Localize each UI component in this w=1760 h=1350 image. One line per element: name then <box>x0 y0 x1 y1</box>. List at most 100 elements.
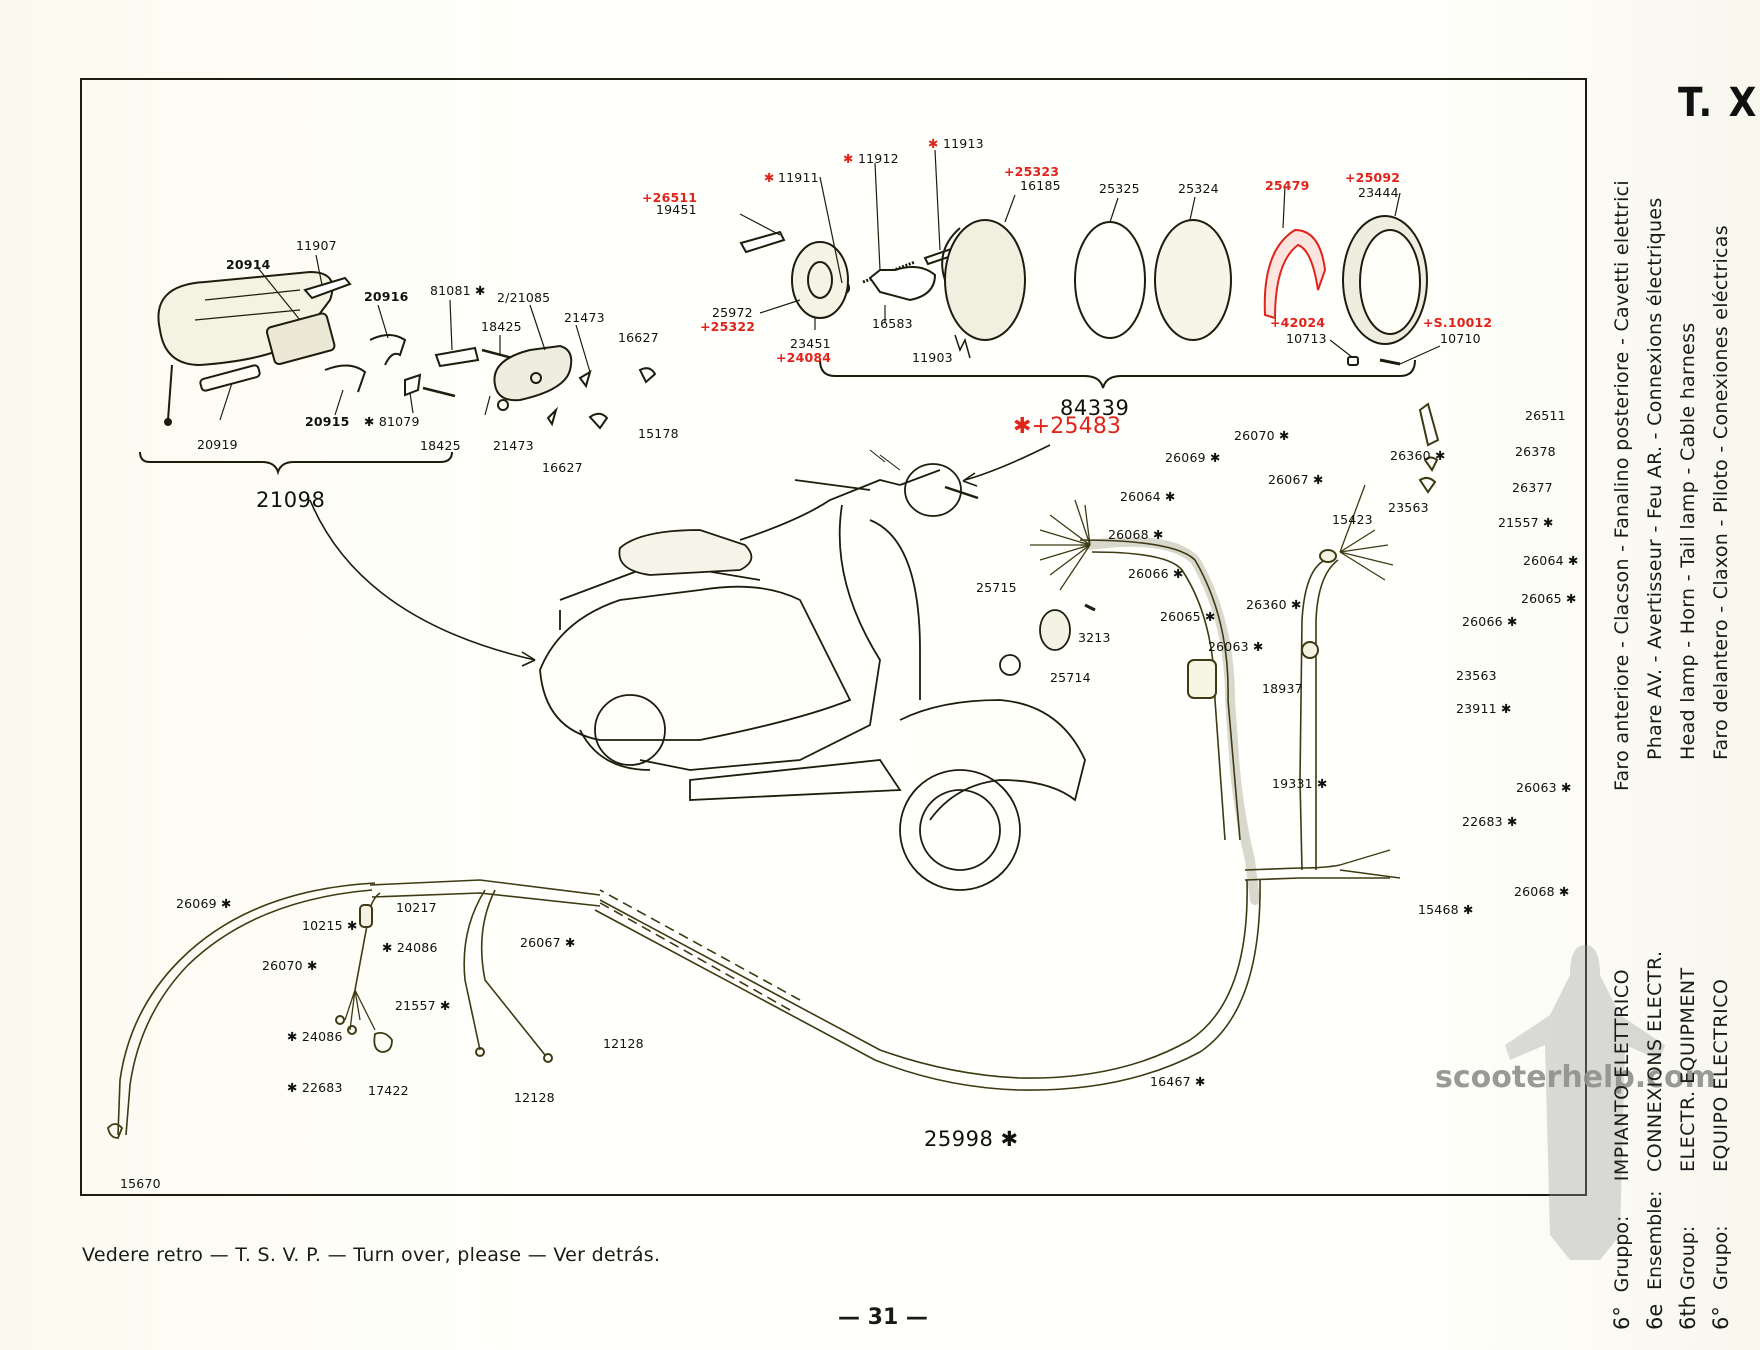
right-harness <box>1299 402 1440 871</box>
part-label: 26065 ✱ <box>1521 591 1577 606</box>
part-label: 21473 <box>493 438 534 453</box>
group-name: IMPIANTO ELETTRICO <box>1610 968 1633 1182</box>
group-name: EQUIPO ELECTRICO <box>1709 978 1732 1172</box>
part-label-red: +42024 <box>1270 315 1326 330</box>
part-label: 12128 <box>514 1090 555 1105</box>
cable-26069 <box>117 882 376 1136</box>
part-label: 26065 ✱ <box>1160 609 1216 624</box>
part-label: 23563 <box>1388 500 1429 515</box>
part-label: 11911 <box>778 170 819 185</box>
part-label: ✱ 24086 <box>287 1029 343 1044</box>
part-label: 21473 <box>564 310 605 325</box>
connector-15670 <box>107 1123 124 1139</box>
wing-nut-15178 <box>588 367 657 430</box>
screw-10713 <box>1347 356 1359 366</box>
group-label: Gruppo: <box>1610 1215 1633 1293</box>
part-label: 26377 <box>1512 480 1553 495</box>
part-label: 20914 <box>226 257 271 272</box>
head-lamp-assembly-number: 84339 <box>1060 396 1130 420</box>
part-label: 81081 ✱ <box>430 283 486 298</box>
socket-26377 <box>1418 476 1437 494</box>
part-label: 25324 <box>1178 181 1219 196</box>
bracket-81081 <box>434 346 480 368</box>
part-label: 26070 ✱ <box>262 958 318 973</box>
screw-18425-bottom <box>422 386 456 398</box>
part-label: 20915 <box>305 414 350 429</box>
bulb-26511 <box>1418 402 1440 447</box>
part-label-red: +S.10012 <box>1423 315 1493 330</box>
group-label: Grupo: <box>1709 1225 1732 1290</box>
head-lamp-arrow <box>964 444 1051 481</box>
part-label: 20919 <box>197 437 238 452</box>
part-label-red: 25479 <box>1265 178 1310 193</box>
part-label: 2/21085 <box>497 290 551 305</box>
turn-over-note: Vedere retro — T. S. V. P. — Turn over, … <box>82 1244 661 1266</box>
part-label: 11912 <box>858 151 899 166</box>
head-lamp-alt-assembly-number: ✱+25483 <box>1013 414 1122 439</box>
part-label: 15670 <box>120 1176 161 1191</box>
group-name: ELECTR. EQUIPMENT <box>1676 967 1699 1172</box>
group-name: CONNEXIONS ELECTR. <box>1643 950 1666 1172</box>
part-label: 26066 ✱ <box>1128 566 1184 581</box>
tail-lamp-brace <box>139 451 453 476</box>
group-row-spanish: 6° Grupo: EQUIPO ELECTRICO Faro delanter… <box>1704 180 1737 1330</box>
group-description: Phare AV. - Avertisseur - Feu AR. - Conn… <box>1643 197 1666 760</box>
part-label-red: +26511 <box>642 190 698 205</box>
asterisk-red: ✱ <box>928 136 939 151</box>
screw-10710 <box>1379 358 1401 366</box>
group-header: 6° Gruppo: IMPIANTO ELETTRICO Faro anter… <box>1605 180 1755 1330</box>
nut-21473 <box>530 372 542 384</box>
tail-lamp-assembly-number: 21098 <box>256 488 326 512</box>
part-label: 15423 <box>1332 512 1373 527</box>
part-label: 16185 <box>1020 178 1061 193</box>
part-label-red: +24084 <box>776 350 832 365</box>
group-ordinal: 6e <box>1642 1303 1667 1330</box>
part-label: 26068 ✱ <box>1108 527 1164 542</box>
asterisk-red: ✱ <box>843 151 854 166</box>
part-label: 16627 <box>618 330 659 345</box>
part-label: 26064 ✱ <box>1120 489 1176 504</box>
socket-26378 <box>1423 456 1439 472</box>
part-label: 10215 ✱ <box>302 918 358 933</box>
part-label: 26070 ✱ <box>1234 428 1290 443</box>
part-label: 19451 <box>656 202 697 217</box>
part-label: 21557 ✱ <box>1498 515 1554 530</box>
part-label: 16467 ✱ <box>1150 1074 1206 1089</box>
lens-25324 <box>1154 219 1232 341</box>
spring-11912 <box>862 260 916 284</box>
scooter-outline <box>539 449 1096 891</box>
part-label: 26360 ✱ <box>1390 448 1446 463</box>
part-label: 18425 <box>481 319 522 334</box>
part-label: ✱ 24086 <box>382 940 438 955</box>
page-number: — 31 — <box>838 1305 928 1330</box>
part-label: 23911 ✱ <box>1456 701 1512 716</box>
washer-16627-b <box>546 406 559 427</box>
part-label: 26063 ✱ <box>1516 780 1572 795</box>
part-label: 15468 ✱ <box>1418 902 1474 917</box>
part-label: 25325 <box>1099 181 1140 196</box>
asterisk-red: ✱ <box>764 170 775 185</box>
group-description: Head lamp - Horn - Tail lamp - Cable har… <box>1676 322 1699 760</box>
visor-25479 <box>1263 228 1327 320</box>
part-label: ✱ 81079 <box>364 414 420 429</box>
part-label: 16583 <box>872 316 913 331</box>
part-label: 10217 <box>396 900 437 915</box>
nut-21473-b <box>497 399 509 411</box>
part-label: 16627 <box>542 460 583 475</box>
part-label: 23444 <box>1358 185 1399 200</box>
part-label: 15178 <box>638 426 679 441</box>
watermark-text: scooterhelp.com <box>1435 1060 1716 1095</box>
group-description: Faro anteriore - Clacson - Fanalino post… <box>1610 180 1633 792</box>
part-label: 23563 <box>1456 668 1497 683</box>
bulb-19451 <box>739 230 786 254</box>
part-label: 3213 <box>1078 630 1111 645</box>
part-label: 18937 <box>1262 681 1303 696</box>
front-harness <box>1030 499 1260 905</box>
main-harness-assembly-number: 25998 ✱ <box>924 1127 1019 1151</box>
part-label: 25714 <box>1050 670 1091 685</box>
cable-24086 <box>463 889 486 1051</box>
screw-3213 <box>1084 603 1096 612</box>
group-row-english: 6th Group: ELECTR. EQUIPMENT Head lamp -… <box>1671 180 1704 1330</box>
bulb-16583 <box>868 265 937 302</box>
